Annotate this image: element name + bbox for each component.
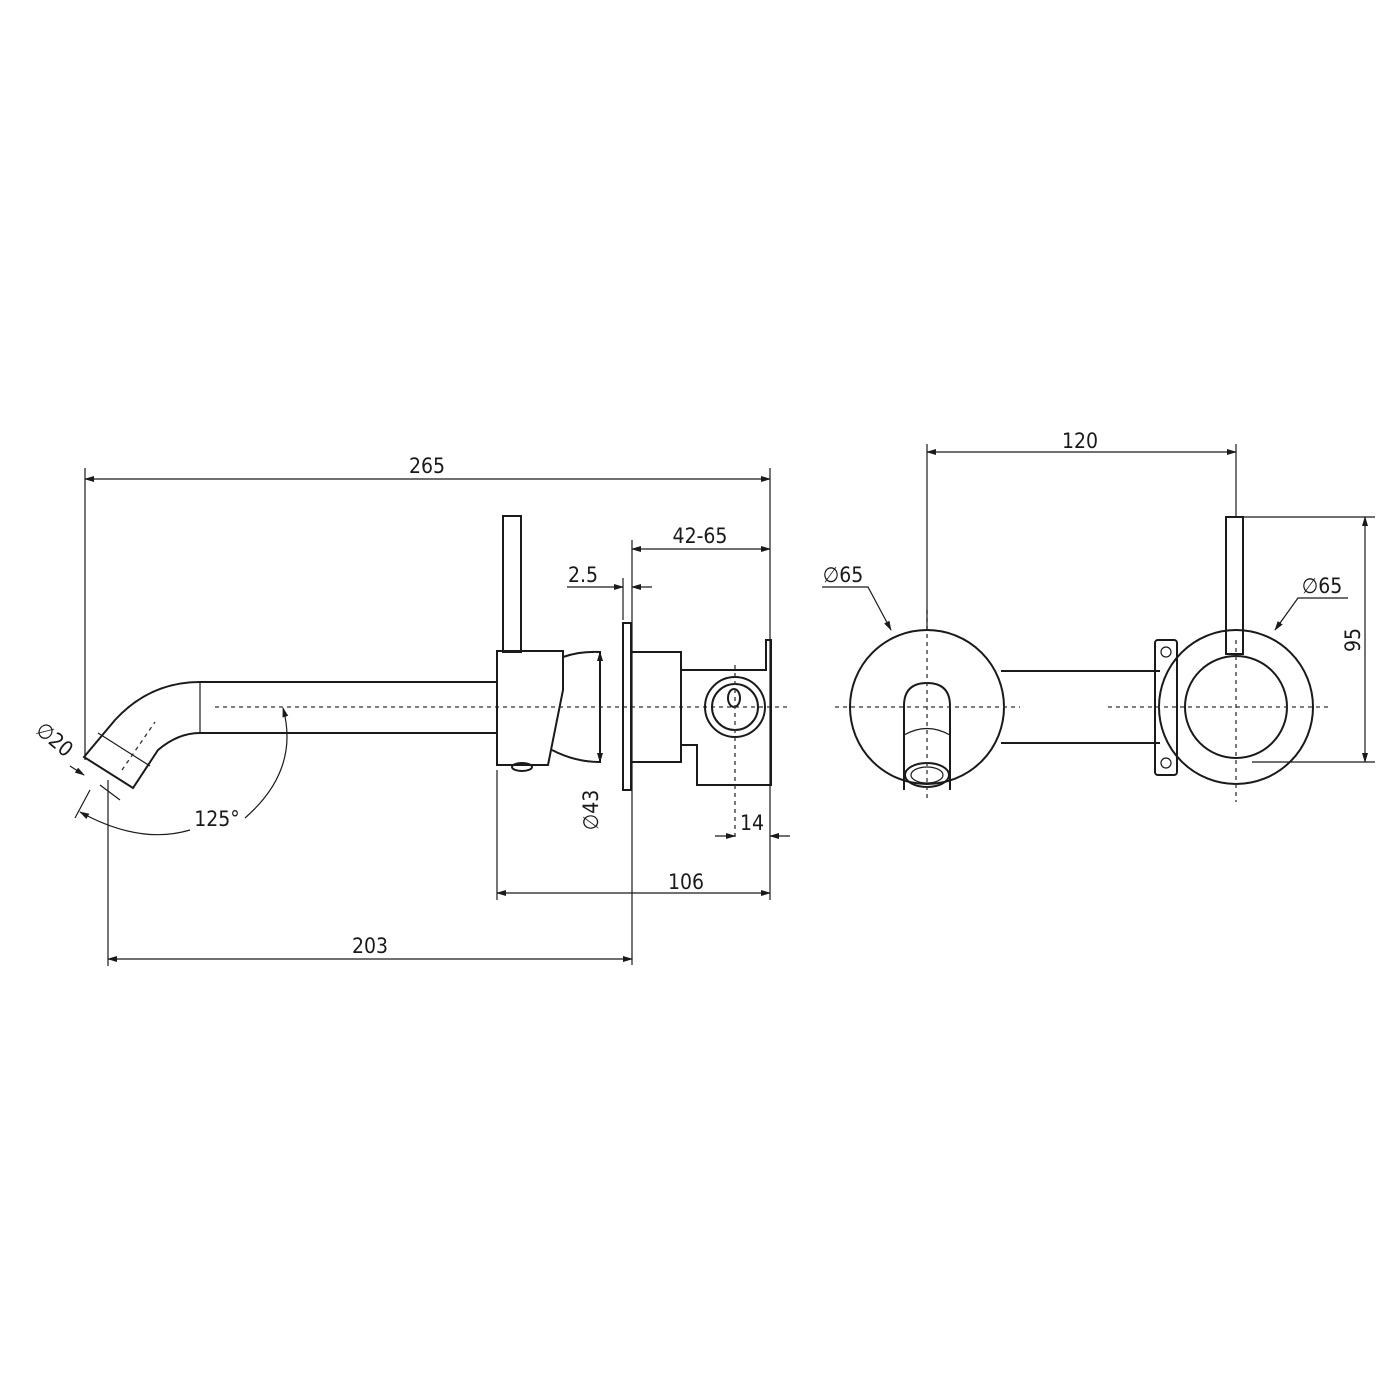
lever-handle [502,515,522,653]
dim-14-label: 14 [740,811,764,835]
leader-right-dia-65 [1274,597,1348,631]
spout-centerline [121,721,156,771]
angle-arc-end [244,707,289,819]
bracket-lugs [1154,639,1178,776]
side-view [82,515,790,840]
mixer-body [496,650,564,766]
screw-hole [1160,646,1172,658]
dim-2-5-label: 2.5 [568,563,598,587]
valve-cartridge [630,651,682,763]
aerator-inner [910,766,944,784]
front-view [835,516,1330,802]
ext-line [74,789,91,819]
front-dimensions: 120 95 ∅65 ∅65 [822,429,1375,763]
mounting-bracket [681,639,772,786]
leader-left-dia-65 [822,586,892,631]
connecting-pipe [1001,670,1160,744]
valve-hole [727,688,741,708]
side-dimensions: 265 42-65 2.5 ∅43 14 106 203 125° ∅20 [31,454,790,966]
right-dia-65-label: ∅65 [1302,574,1343,598]
spout-outlet-edge [903,727,951,736]
spout [82,681,497,790]
angle-arc [79,811,191,836]
lever-front [1225,516,1244,655]
dim-95-label: 95 [1341,628,1365,652]
left-dia-65-label: ∅65 [823,563,864,587]
dim-203-label: 203 [352,934,388,958]
angle-125-label: 125° [194,807,240,831]
dim-120-label: 120 [1062,429,1098,453]
dim-dia-43-label: ∅43 [579,790,603,831]
aerator-button [511,762,533,772]
screw-hole [1160,757,1172,769]
dim-dia-20-line [99,784,121,801]
spout-joint-angled [97,732,151,767]
dim-dia-20 [69,765,85,776]
dim-dia-20-label: ∅20 [31,717,77,761]
dim-106-label: 106 [668,870,704,894]
dim-265-label: 265 [409,454,445,478]
dim-42-65-label: 42-65 [673,524,728,548]
